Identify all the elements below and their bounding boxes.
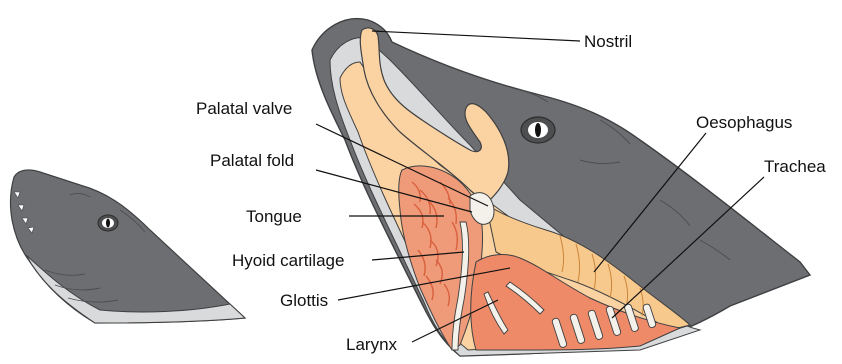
label-nostril: Nostril [584, 32, 632, 51]
label-hyoid-cartilage: Hyoid cartilage [232, 251, 344, 270]
label-glottis: Glottis [280, 291, 328, 310]
small-head-eye [98, 215, 118, 231]
small-crocodile-head [11, 170, 245, 323]
small-head-skin [11, 170, 245, 323]
label-oesophagus: Oesophagus [696, 113, 792, 132]
large-crocodile-head [312, 19, 810, 356]
label-palatal-valve: Palatal valve [196, 99, 292, 118]
label-palatal-fold: Palatal fold [210, 151, 294, 170]
large-head-eye [521, 117, 555, 143]
label-trachea: Trachea [764, 157, 826, 176]
leader-nostril [372, 31, 580, 41]
label-tongue: Tongue [246, 207, 302, 226]
label-larynx: Larynx [346, 335, 398, 354]
